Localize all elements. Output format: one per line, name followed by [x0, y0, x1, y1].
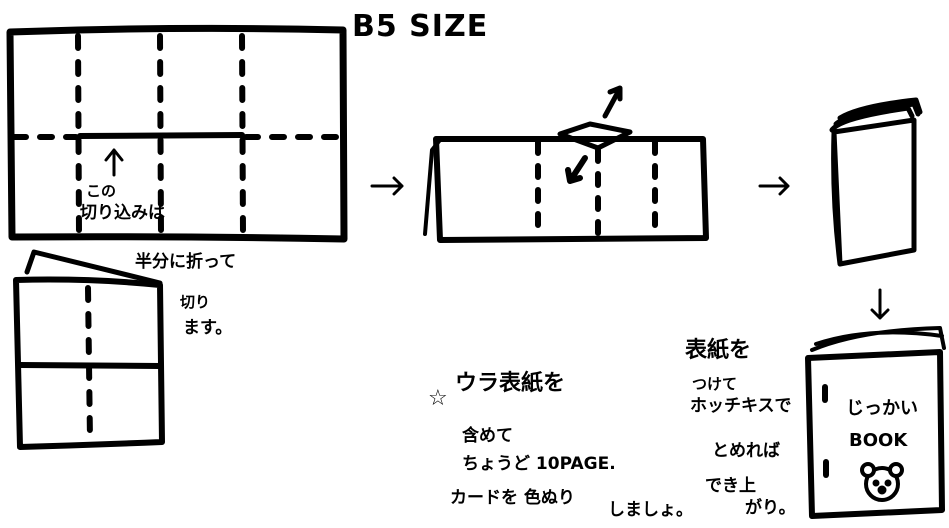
label-kirikomi: 切り込みは [80, 203, 165, 223]
note-shimasho: しましょ。 [608, 500, 693, 520]
note-hotchkiss: ホッチキスで [690, 396, 792, 416]
note-dekiagari: でき上 [705, 476, 756, 496]
diagram-title: B5 SIZE [352, 9, 489, 44]
note-gari: がり。 [745, 498, 796, 518]
arrow-out-icon [602, 85, 623, 119]
note-fukumete: 含めて [462, 426, 513, 446]
finished-book [805, 349, 945, 519]
cut-line [77, 132, 245, 139]
arrow-in-icon [565, 155, 588, 184]
star-icon: ☆ [428, 386, 448, 411]
b5-fold-lines [11, 33, 343, 236]
note-card: カードを 色ぬり [450, 488, 575, 508]
note-10page: ちょうど 10PAGE. [462, 454, 616, 474]
book-stack [829, 97, 923, 267]
book-cover-title: じっかい [846, 398, 918, 419]
arrow-right-icon [370, 176, 404, 196]
note-hyoshi: 表紙を [685, 338, 752, 363]
note-tomereba: とめれば [712, 441, 780, 461]
up-arrow-icon [104, 148, 124, 177]
label-masu: ます。 [183, 318, 233, 338]
book-cover-subtitle: BOOK [849, 430, 908, 451]
note-tsukete: つけて [692, 375, 738, 393]
strip-opening [557, 121, 633, 151]
label-hanbun: 半分に折って [135, 252, 237, 272]
folded-strip [433, 136, 709, 243]
label-kiri: 切り [180, 293, 211, 311]
strip-fold-lines [535, 139, 658, 239]
arrow-right-icon [758, 176, 790, 196]
folded-sheet-back [24, 249, 163, 286]
note-ura-hyoshi: ウラ表紙を [455, 371, 566, 396]
book-pages [810, 326, 946, 352]
bear-face-icon [860, 462, 904, 502]
arrow-down-icon [870, 288, 890, 320]
b5-sheet [6, 24, 348, 243]
label-kono: この [86, 182, 117, 200]
folded-sheet-cut [17, 362, 163, 369]
